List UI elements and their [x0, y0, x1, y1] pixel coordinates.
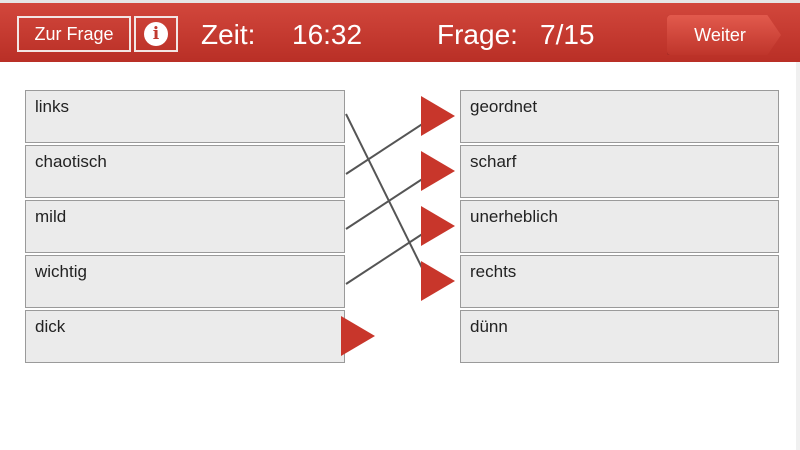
question-counter: 7/15	[540, 19, 595, 50]
right-item[interactable]: dünn	[460, 310, 779, 363]
connection-line	[345, 228, 431, 285]
left-item[interactable]: mild	[25, 200, 345, 253]
right-item[interactable]: geordnet	[460, 90, 779, 143]
left-item[interactable]: wichtig	[25, 255, 345, 308]
connection-line	[345, 173, 431, 230]
left-item[interactable]: dick	[25, 310, 345, 363]
triangle-arrow-icon[interactable]	[421, 151, 455, 191]
header-bar: Zur Frage i Zeit: 16:32 Frage: 7/15 Weit…	[0, 3, 800, 62]
next-button-label: Weiter	[694, 24, 746, 45]
triangle-arrow-icon[interactable]	[421, 96, 455, 136]
left-item[interactable]: chaotisch	[25, 145, 345, 198]
scroll-edge	[796, 62, 800, 450]
next-button[interactable]: Weiter	[667, 15, 781, 55]
connection-line	[345, 118, 431, 175]
right-item[interactable]: scharf	[460, 145, 779, 198]
time-label: Zeit:	[201, 19, 256, 50]
back-to-question-button[interactable]: Zur Frage	[17, 16, 131, 52]
left-item[interactable]: links	[25, 90, 345, 143]
matching-board: links chaotisch mild wichtig dick geordn…	[0, 62, 800, 450]
info-button[interactable]: i	[134, 16, 178, 52]
question-label: Frage:	[437, 19, 518, 50]
connection-line	[345, 113, 431, 285]
connection-layer	[341, 96, 455, 356]
top-border	[0, 0, 800, 3]
triangle-arrow-icon[interactable]	[341, 316, 375, 356]
info-icon: i	[144, 22, 168, 46]
triangle-arrow-icon[interactable]	[421, 206, 455, 246]
time-value: 16:32	[292, 19, 363, 50]
right-item[interactable]: rechts	[460, 255, 779, 308]
right-item[interactable]: unerheblich	[460, 200, 779, 253]
triangle-arrow-icon[interactable]	[421, 261, 455, 301]
